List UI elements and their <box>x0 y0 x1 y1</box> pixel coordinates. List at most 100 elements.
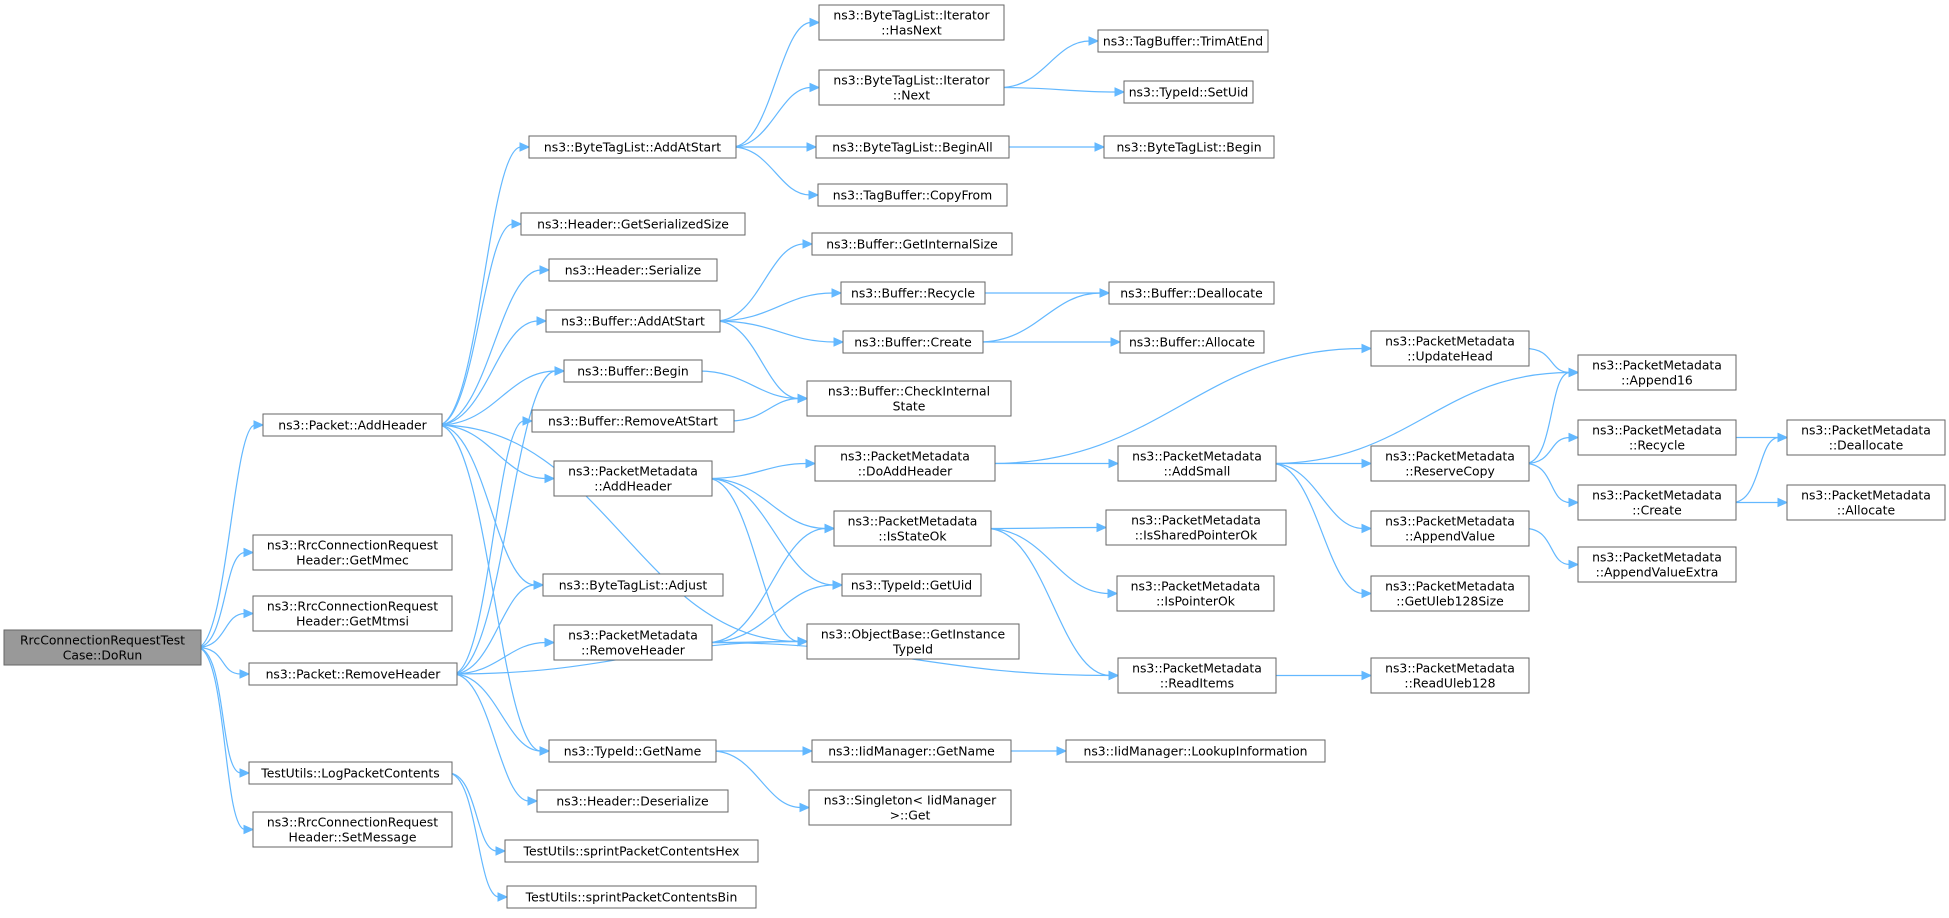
node-n52[interactable]: ns3::PacketMetadata::AppendValueExtra <box>1577 546 1737 583</box>
node-n47[interactable]: ns3::PacketMetadata::GetUleb128Size <box>1370 575 1530 612</box>
node-n33[interactable]: ns3::Singleton< IidManager>::Get <box>808 789 1012 826</box>
node-box <box>811 232 1013 256</box>
node-n22[interactable]: ns3::ByteTagList::BeginAll <box>815 135 1010 159</box>
node-n17[interactable]: ns3::Header::Deserialize <box>536 789 729 813</box>
node-n38[interactable]: ns3::Buffer::Allocate <box>1119 330 1265 354</box>
edge-arrowhead <box>539 746 551 756</box>
edge-line <box>437 269 542 426</box>
function-nodes: RrcConnectionRequestTestCase::DoRunns3::… <box>3 4 1946 909</box>
node-n49[interactable]: ns3::PacketMetadata::Append16 <box>1577 354 1737 391</box>
edge-arrowhead <box>831 288 843 298</box>
edge-arrowhead <box>544 473 556 484</box>
node-box <box>1577 546 1737 583</box>
edge-n25-n37 <box>980 288 1111 298</box>
node-n6[interactable]: ns3::RrcConnectionRequestHeader::SetMess… <box>252 811 453 848</box>
node-label: Header::GetMtmsi <box>296 614 409 629</box>
node-n39[interactable]: ns3::PacketMetadata::UpdateHead <box>1370 330 1530 367</box>
node-n51[interactable]: ns3::PacketMetadata::Create <box>1577 484 1737 521</box>
node-label: ns3::ByteTagList::Iterator <box>833 73 990 88</box>
node-n37[interactable]: ns3::Buffer::Deallocate <box>1108 281 1275 305</box>
edge-arrowhead <box>1099 288 1111 298</box>
node-n26[interactable]: ns3::Buffer::Create <box>842 330 984 354</box>
node-n5[interactable]: TestUtils::LogPacketContents <box>248 761 453 785</box>
edge-line <box>452 673 530 802</box>
edge-arrowhead <box>495 846 507 856</box>
node-n29[interactable]: ns3::PacketMetadata::IsStateOk <box>833 510 992 547</box>
node-n10[interactable]: ns3::Buffer::AddAtStart <box>545 309 721 333</box>
node-n21[interactable]: ns3::ByteTagList::Iterator::Next <box>818 69 1005 106</box>
node-n28[interactable]: ns3::PacketMetadata::DoAddHeader <box>814 445 996 482</box>
node-n18[interactable]: TestUtils::sprintPacketContentsHex <box>504 839 759 863</box>
node-n1[interactable]: ns3::Packet::AddHeader <box>262 413 443 437</box>
node-box <box>545 309 721 333</box>
node-label: ns3::TypeId::GetUid <box>851 578 972 593</box>
node-label: ns3::Header::GetSerializedSize <box>537 217 729 232</box>
edge-line <box>196 646 242 774</box>
node-n40[interactable]: ns3::PacketMetadata::AddSmall <box>1117 445 1277 482</box>
edge-line <box>452 370 557 675</box>
edge-arrowhead <box>1056 746 1068 756</box>
node-n44[interactable]: ns3::IidManager::LookupInformation <box>1065 739 1326 763</box>
node-n15[interactable]: ns3::PacketMetadata::RemoveHeader <box>553 624 713 661</box>
node-label: ns3::PacketMetadata <box>840 449 970 464</box>
edge-arrowhead <box>533 580 545 590</box>
node-n42[interactable]: ns3::PacketMetadata::IsPointerOk <box>1116 575 1275 612</box>
node-n36[interactable]: ns3::ByteTagList::Begin <box>1103 135 1275 159</box>
node-n3[interactable]: ns3::RrcConnectionRequestHeader::GetMtms… <box>252 595 453 632</box>
node-n4[interactable]: ns3::Packet::RemoveHeader <box>248 662 458 686</box>
node-n13[interactable]: ns3::PacketMetadata::AddHeader <box>553 460 713 497</box>
edge-arrowhead <box>239 669 251 679</box>
node-label: ns3::PacketMetadata <box>1592 423 1722 438</box>
edge-arrowhead <box>554 366 566 376</box>
edge-arrowhead <box>239 768 251 778</box>
node-n23[interactable]: ns3::TagBuffer::CopyFrom <box>817 183 1008 207</box>
edge-n21-n34 <box>999 36 1100 89</box>
edge-n4-n12 <box>452 416 534 675</box>
edge-n40-n45 <box>1272 458 1373 469</box>
node-label: ns3::Buffer::AddAtStart <box>561 314 705 329</box>
node-n24[interactable]: ns3::Buffer::GetInternalSize <box>811 232 1013 256</box>
node-n16[interactable]: ns3::TypeId::GetName <box>548 739 717 763</box>
node-n43[interactable]: ns3::PacketMetadata::ReadItems <box>1117 657 1277 694</box>
node-label: ns3::Buffer::Recycle <box>851 286 975 301</box>
node-n12[interactable]: ns3::Buffer::RemoveAtStart <box>531 409 735 433</box>
node-n20[interactable]: ns3::ByteTagList::Iterator::HasNext <box>818 4 1005 41</box>
node-label: ns3::PacketMetadata <box>1132 449 1262 464</box>
node-n35[interactable]: ns3::TypeId::SetUid <box>1123 80 1254 104</box>
node-n46[interactable]: ns3::PacketMetadata::AppendValue <box>1370 510 1530 547</box>
node-box <box>506 885 757 909</box>
edge-arrowhead <box>832 580 844 590</box>
node-n32[interactable]: ns3::IidManager::GetName <box>811 739 1012 763</box>
node-n19[interactable]: TestUtils::sprintPacketContentsBin <box>506 885 757 909</box>
edge-n29-n42 <box>986 527 1119 599</box>
node-label: ns3::PacketMetadata <box>1592 488 1722 503</box>
node-label: ::AppendValue <box>1405 529 1495 544</box>
edge-line <box>437 424 536 586</box>
node-n7[interactable]: ns3::ByteTagList::AddAtStart <box>528 135 737 159</box>
node-n30[interactable]: ns3::TypeId::GetUid <box>841 573 982 597</box>
node-n53[interactable]: ns3::PacketMetadata::Deallocate <box>1786 419 1946 456</box>
edge-n5-n18 <box>447 772 507 856</box>
edge-n10-n26 <box>715 320 845 347</box>
node-n50[interactable]: ns3::PacketMetadata::Recycle <box>1577 419 1737 456</box>
node-n54[interactable]: ns3::PacketMetadata::Allocate <box>1786 484 1946 521</box>
edge-arrowhead <box>809 82 821 93</box>
node-n41[interactable]: ns3::PacketMetadata::IsSharedPointerOk <box>1105 509 1287 546</box>
node-box <box>1117 445 1277 482</box>
node-label: ::IsStateOk <box>878 529 947 544</box>
node-n9[interactable]: ns3::Header::Serialize <box>548 258 718 282</box>
node-n14[interactable]: ns3::ByteTagList::Adjust <box>542 573 724 597</box>
node-n34[interactable]: ns3::TagBuffer::TrimAtEnd <box>1097 29 1269 53</box>
node-n8[interactable]: ns3::Header::GetSerializedSize <box>520 212 746 236</box>
node-label: >::Get <box>890 808 931 823</box>
node-n45[interactable]: ns3::PacketMetadata::ReserveCopy <box>1370 445 1530 482</box>
node-n48[interactable]: ns3::PacketMetadata::ReadUleb128 <box>1370 657 1530 694</box>
node-label: ns3::ByteTagList::BeginAll <box>832 140 992 155</box>
node-n11[interactable]: ns3::Buffer::Begin <box>563 359 703 383</box>
node-n25[interactable]: ns3::Buffer::Recycle <box>840 281 986 305</box>
